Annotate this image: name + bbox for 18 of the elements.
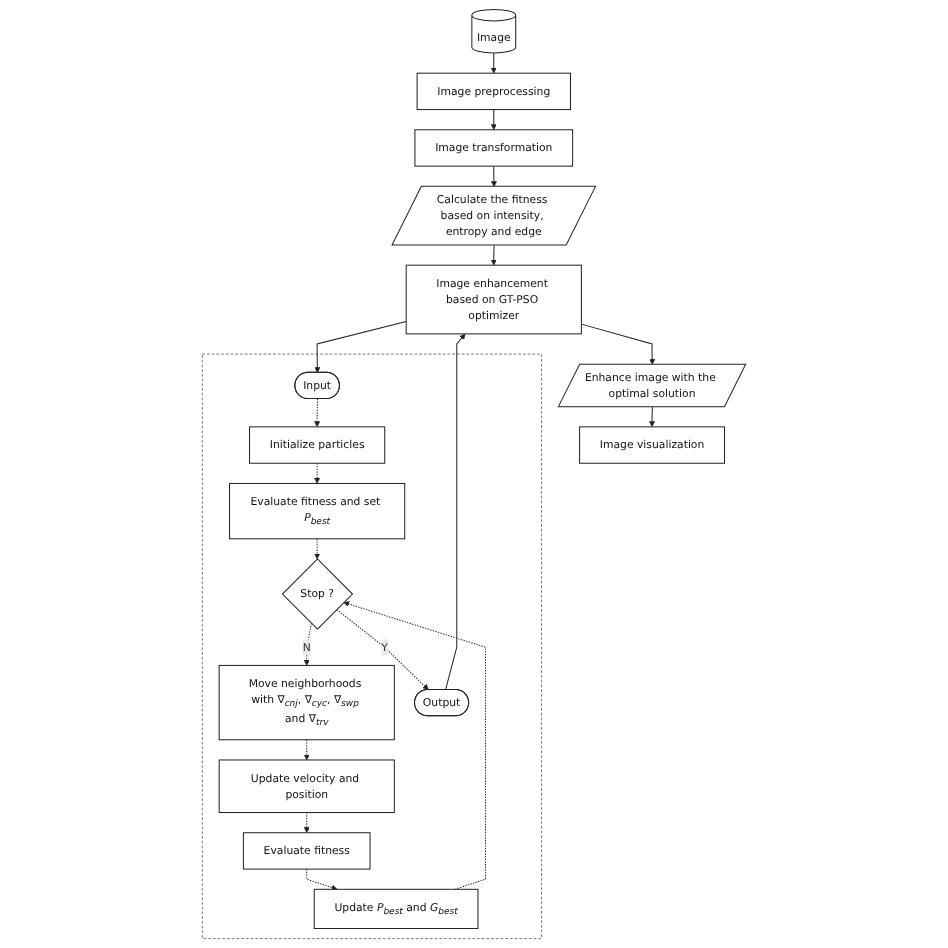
- arrow: [303, 622, 312, 666]
- arrow: [490, 109, 497, 131]
- arrow: [314, 398, 321, 428]
- arrow: [314, 321, 407, 373]
- arrow: [306, 868, 338, 891]
- arrow: [580, 323, 656, 365]
- cluster: [201, 353, 542, 939]
- arrow: [303, 739, 310, 761]
- arrow: [314, 462, 321, 484]
- arrow: [490, 244, 497, 266]
- arrow: [303, 812, 310, 833]
- arrow: [491, 165, 497, 187]
- arrow: [649, 406, 655, 428]
- arrow: [336, 608, 429, 691]
- arrow: [490, 52, 497, 74]
- arrow: [445, 333, 466, 691]
- arrow: [314, 538, 321, 560]
- arrow: [343, 601, 486, 890]
